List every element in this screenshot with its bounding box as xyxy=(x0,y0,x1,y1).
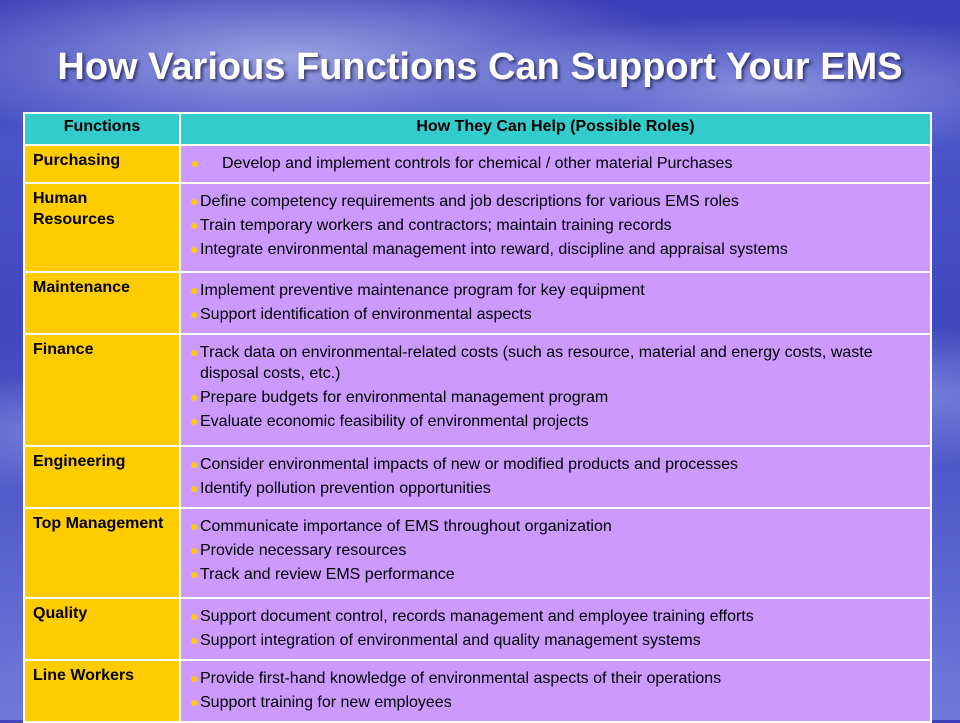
slide-title: How Various Functions Can Support Your E… xyxy=(57,46,903,88)
role-text: Provide necessary resources xyxy=(200,542,407,559)
function-name: Finance xyxy=(23,333,181,447)
bullet-icon xyxy=(191,395,197,401)
role-item: Provide necessary resources xyxy=(189,540,922,561)
table-row: Line Workers Provide first-hand knowledg… xyxy=(23,659,932,723)
role-text: Support integration of environmental and… xyxy=(200,632,701,649)
role-item: Support document control, records manage… xyxy=(189,606,922,627)
role-text: Track data on environmental-related cost… xyxy=(200,344,873,382)
table-row: Human Resources Define competency requir… xyxy=(23,182,932,273)
role-text: Define competency requirements and job d… xyxy=(200,193,739,210)
role-text: Implement preventive maintenance program… xyxy=(200,282,645,299)
role-text: Support training for new employees xyxy=(200,694,452,711)
bullet-icon xyxy=(191,614,197,620)
bullet-icon xyxy=(191,486,197,492)
role-item: Provide first-hand knowledge of environm… xyxy=(189,668,922,689)
role-item: Define competency requirements and job d… xyxy=(189,191,922,212)
bullet-icon xyxy=(191,223,197,229)
role-text: Integrate environmental management into … xyxy=(200,241,788,258)
roles-cell: Track data on environmental-related cost… xyxy=(179,333,932,447)
role-text: Communicate importance of EMS throughout… xyxy=(200,518,612,535)
role-text: Provide first-hand knowledge of environm… xyxy=(200,670,722,687)
role-item: Track and review EMS performance xyxy=(189,564,922,585)
role-text: Support document control, records manage… xyxy=(200,608,754,625)
role-item: Support training for new employees xyxy=(189,692,922,713)
role-text: Identify pollution prevention opportunit… xyxy=(200,480,491,497)
function-name: Maintenance xyxy=(23,271,181,335)
roles-cell: Develop and implement controls for chemi… xyxy=(179,144,932,184)
column-header-functions: Functions xyxy=(23,112,181,146)
roles-cell: Support document control, records manage… xyxy=(179,597,932,661)
roles-cell: Consider environmental impacts of new or… xyxy=(179,445,932,509)
table-header-row: Functions How They Can Help (Possible Ro… xyxy=(23,112,932,146)
role-text: Prepare budgets for environmental manage… xyxy=(200,389,609,406)
role-text: Consider environmental impacts of new or… xyxy=(200,456,739,473)
role-text: Evaluate economic feasibility of environ… xyxy=(200,413,589,430)
bullet-icon xyxy=(191,572,197,578)
table-row: Purchasing Develop and implement control… xyxy=(23,144,932,184)
bullet-icon xyxy=(192,161,198,167)
bullet-icon xyxy=(191,462,197,468)
table-row: Finance Track data on environmental-rela… xyxy=(23,333,932,447)
table-row: Top Management Communicate importance of… xyxy=(23,507,932,599)
table-row: Maintenance Implement preventive mainten… xyxy=(23,271,932,335)
role-item: Identify pollution prevention opportunit… xyxy=(189,478,922,499)
bullet-icon xyxy=(191,638,197,644)
role-item: Support identification of environmental … xyxy=(189,304,922,325)
role-item: Prepare budgets for environmental manage… xyxy=(189,387,922,408)
function-name: Quality xyxy=(23,597,181,661)
role-item: Train temporary workers and contractors;… xyxy=(189,215,922,236)
function-name: Human Resources xyxy=(23,182,181,273)
bullet-icon xyxy=(191,676,197,682)
column-header-roles: How They Can Help (Possible Roles) xyxy=(179,112,932,146)
role-item: Consider environmental impacts of new or… xyxy=(189,454,922,475)
role-text: Develop and implement controls for chemi… xyxy=(222,155,733,172)
bullet-icon xyxy=(191,247,197,253)
bullet-icon xyxy=(191,199,197,205)
function-name: Top Management xyxy=(23,507,181,599)
function-name: Line Workers xyxy=(23,659,181,723)
roles-cell: Communicate importance of EMS throughout… xyxy=(179,507,932,599)
roles-cell: Define competency requirements and job d… xyxy=(179,182,932,273)
role-item: Implement preventive maintenance program… xyxy=(189,280,922,301)
role-item: Develop and implement controls for chemi… xyxy=(189,153,922,174)
role-text: Support identification of environmental … xyxy=(200,306,532,323)
role-item: Evaluate economic feasibility of environ… xyxy=(189,411,922,432)
function-name: Purchasing xyxy=(23,144,181,184)
bullet-icon xyxy=(191,288,197,294)
bullet-icon xyxy=(191,350,197,356)
role-item: Track data on environmental-related cost… xyxy=(189,342,922,384)
role-item: Communicate importance of EMS throughout… xyxy=(189,516,922,537)
function-name: Engineering xyxy=(23,445,181,509)
roles-cell: Provide first-hand knowledge of environm… xyxy=(179,659,932,723)
role-item: Support integration of environmental and… xyxy=(189,630,922,651)
table-row: Quality Support document control, record… xyxy=(23,597,932,661)
bullet-icon xyxy=(191,312,197,318)
table-row: Engineering Consider environmental impac… xyxy=(23,445,932,509)
bullet-icon xyxy=(191,700,197,706)
roles-cell: Implement preventive maintenance program… xyxy=(179,271,932,335)
bullet-icon xyxy=(191,419,197,425)
role-text: Train temporary workers and contractors;… xyxy=(200,217,672,234)
role-text: Track and review EMS performance xyxy=(200,566,455,583)
role-item: Integrate environmental management into … xyxy=(189,239,922,260)
bullet-icon xyxy=(191,524,197,530)
functions-roles-table: Functions How They Can Help (Possible Ro… xyxy=(23,112,932,723)
bullet-icon xyxy=(191,548,197,554)
